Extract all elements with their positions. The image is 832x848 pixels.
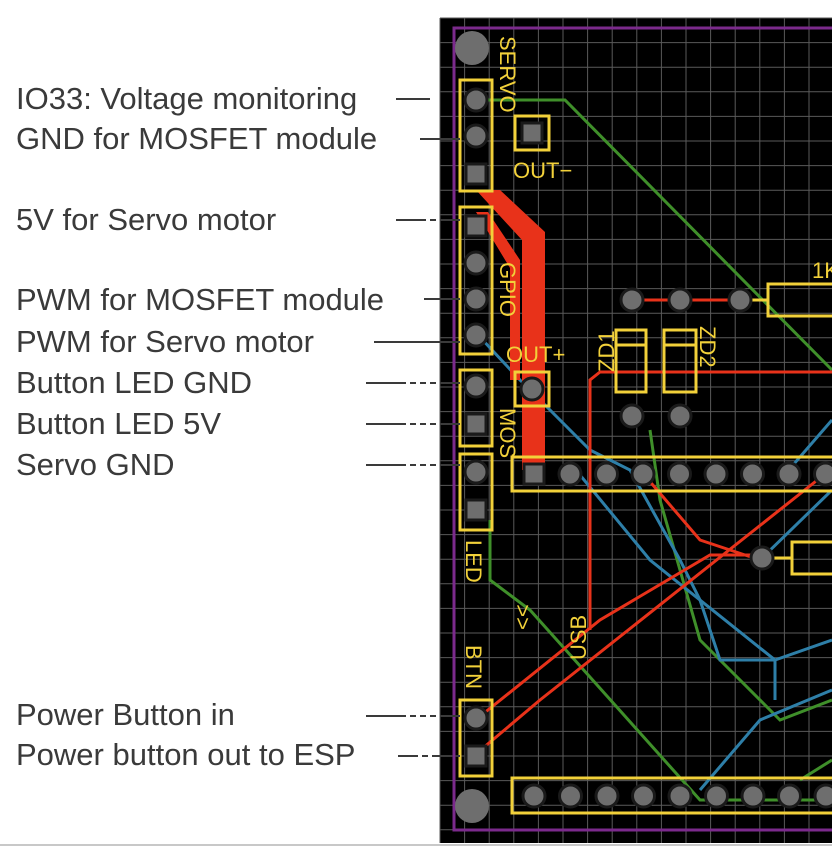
component-pad xyxy=(619,403,645,429)
red-trace-5 xyxy=(638,469,761,562)
label-5v-servo: 5V for Servo motor xyxy=(16,202,277,237)
mcu-pin xyxy=(631,783,656,809)
out-minus-pad xyxy=(520,121,544,145)
mounting-hole-top xyxy=(455,31,489,65)
btn-header-outline xyxy=(458,698,494,778)
mounting-hole-bottom xyxy=(455,789,489,823)
component-pad xyxy=(619,287,645,313)
gpio-pin xyxy=(463,286,489,312)
silk-gpio: GPIO xyxy=(495,262,520,317)
component-pad xyxy=(667,403,693,429)
silk-zd1: ZD1 xyxy=(594,330,619,372)
label-pwm-mosfet: PWM for MOSFET module xyxy=(16,282,385,317)
mcu-pin xyxy=(521,783,547,809)
mcu-pin xyxy=(557,461,583,487)
silk-led: LED xyxy=(461,540,486,583)
mos-pin xyxy=(464,412,488,436)
silkscreen-outlines xyxy=(458,78,832,815)
resistor-1-body xyxy=(766,282,832,318)
green-trace-1 xyxy=(476,98,832,372)
silk-zd2: ZD2 xyxy=(695,326,720,368)
red-trace-2 xyxy=(588,370,832,630)
silk-out-minus: OUT− xyxy=(513,158,572,183)
resistor-2-body xyxy=(790,540,832,576)
silk-usb: USB xyxy=(566,615,591,660)
label-btn-led-gnd: Button LED GND xyxy=(16,365,253,400)
gpio-pin xyxy=(463,250,489,276)
label-pwm-servo: PWM for Servo motor xyxy=(16,324,314,359)
mcu-lower-row-outline xyxy=(510,776,832,815)
mcu-pin xyxy=(594,461,619,487)
mcu-pin xyxy=(813,783,832,809)
servo-pin xyxy=(464,162,488,186)
out-plus-pad-outline xyxy=(513,370,551,408)
leader-lines xyxy=(366,98,460,757)
zd1-outline xyxy=(614,328,648,394)
blue-trace-4 xyxy=(758,488,832,562)
silk-btn: BTN xyxy=(461,645,486,689)
pcb-grid xyxy=(439,17,832,843)
mcu-pin xyxy=(667,461,692,487)
mcu-pin xyxy=(558,783,583,809)
label-gnd-mosfet: GND for MOSFET module xyxy=(16,121,378,156)
btn-pin xyxy=(464,744,488,768)
led-header-outline xyxy=(458,452,494,532)
red-trace-4 xyxy=(475,468,831,756)
gpio-pin xyxy=(463,322,489,348)
mcu-pin xyxy=(703,461,729,487)
green-trace-3 xyxy=(648,429,832,722)
mcu-pin xyxy=(776,461,802,487)
out-plus-pad xyxy=(519,376,545,402)
mcu-pin xyxy=(813,461,832,487)
mos-header-outline xyxy=(458,368,494,448)
mcu-pin xyxy=(667,783,693,809)
gpio-pin xyxy=(464,214,488,238)
label-power-btn-out: Power button out to ESP xyxy=(16,737,356,772)
blue-trace-5 xyxy=(698,688,832,791)
servo-pin xyxy=(463,123,489,149)
silk-out-plus: OUT+ xyxy=(506,342,565,367)
silk-1k: 1K xyxy=(812,258,832,283)
zd2-outline xyxy=(662,328,698,394)
label-servo-gnd: Servo GND xyxy=(16,447,175,482)
pads xyxy=(463,87,832,809)
servo-header-outline xyxy=(458,78,494,193)
component-pad xyxy=(727,287,753,313)
out-minus-pad-outline xyxy=(513,114,551,152)
mcu-pin xyxy=(630,461,656,487)
led-pin xyxy=(463,459,489,485)
mcu-pin xyxy=(522,462,546,486)
mcu-pin xyxy=(704,783,729,809)
servo-pin xyxy=(463,87,489,113)
board-outline xyxy=(452,26,832,832)
blue-trace-2 xyxy=(578,474,777,700)
mcu-pin xyxy=(740,783,766,809)
label-power-btn-in: Power Button in xyxy=(16,697,235,732)
gpio-header-outline xyxy=(458,205,494,356)
power-trace-b xyxy=(476,212,520,380)
silk-mos: MOS xyxy=(495,408,520,458)
component-pad xyxy=(667,287,693,313)
red-trace-3 xyxy=(477,553,760,720)
silk-servo: SERVO xyxy=(495,36,520,113)
mcu-upper-row-outline xyxy=(510,455,832,493)
led-pin xyxy=(464,498,488,522)
mcu-pin xyxy=(777,783,802,809)
component-pad xyxy=(749,545,775,571)
mos-pin xyxy=(463,373,489,399)
red-traces xyxy=(475,298,832,756)
mcu-pin xyxy=(594,783,620,809)
btn-pin xyxy=(463,705,489,731)
label-io33: IO33: Voltage monitoring xyxy=(16,81,358,116)
silk-usb-arrows: << xyxy=(510,604,535,630)
mcu-pin xyxy=(740,461,765,487)
label-btn-led-5v: Button LED 5V xyxy=(16,406,222,441)
